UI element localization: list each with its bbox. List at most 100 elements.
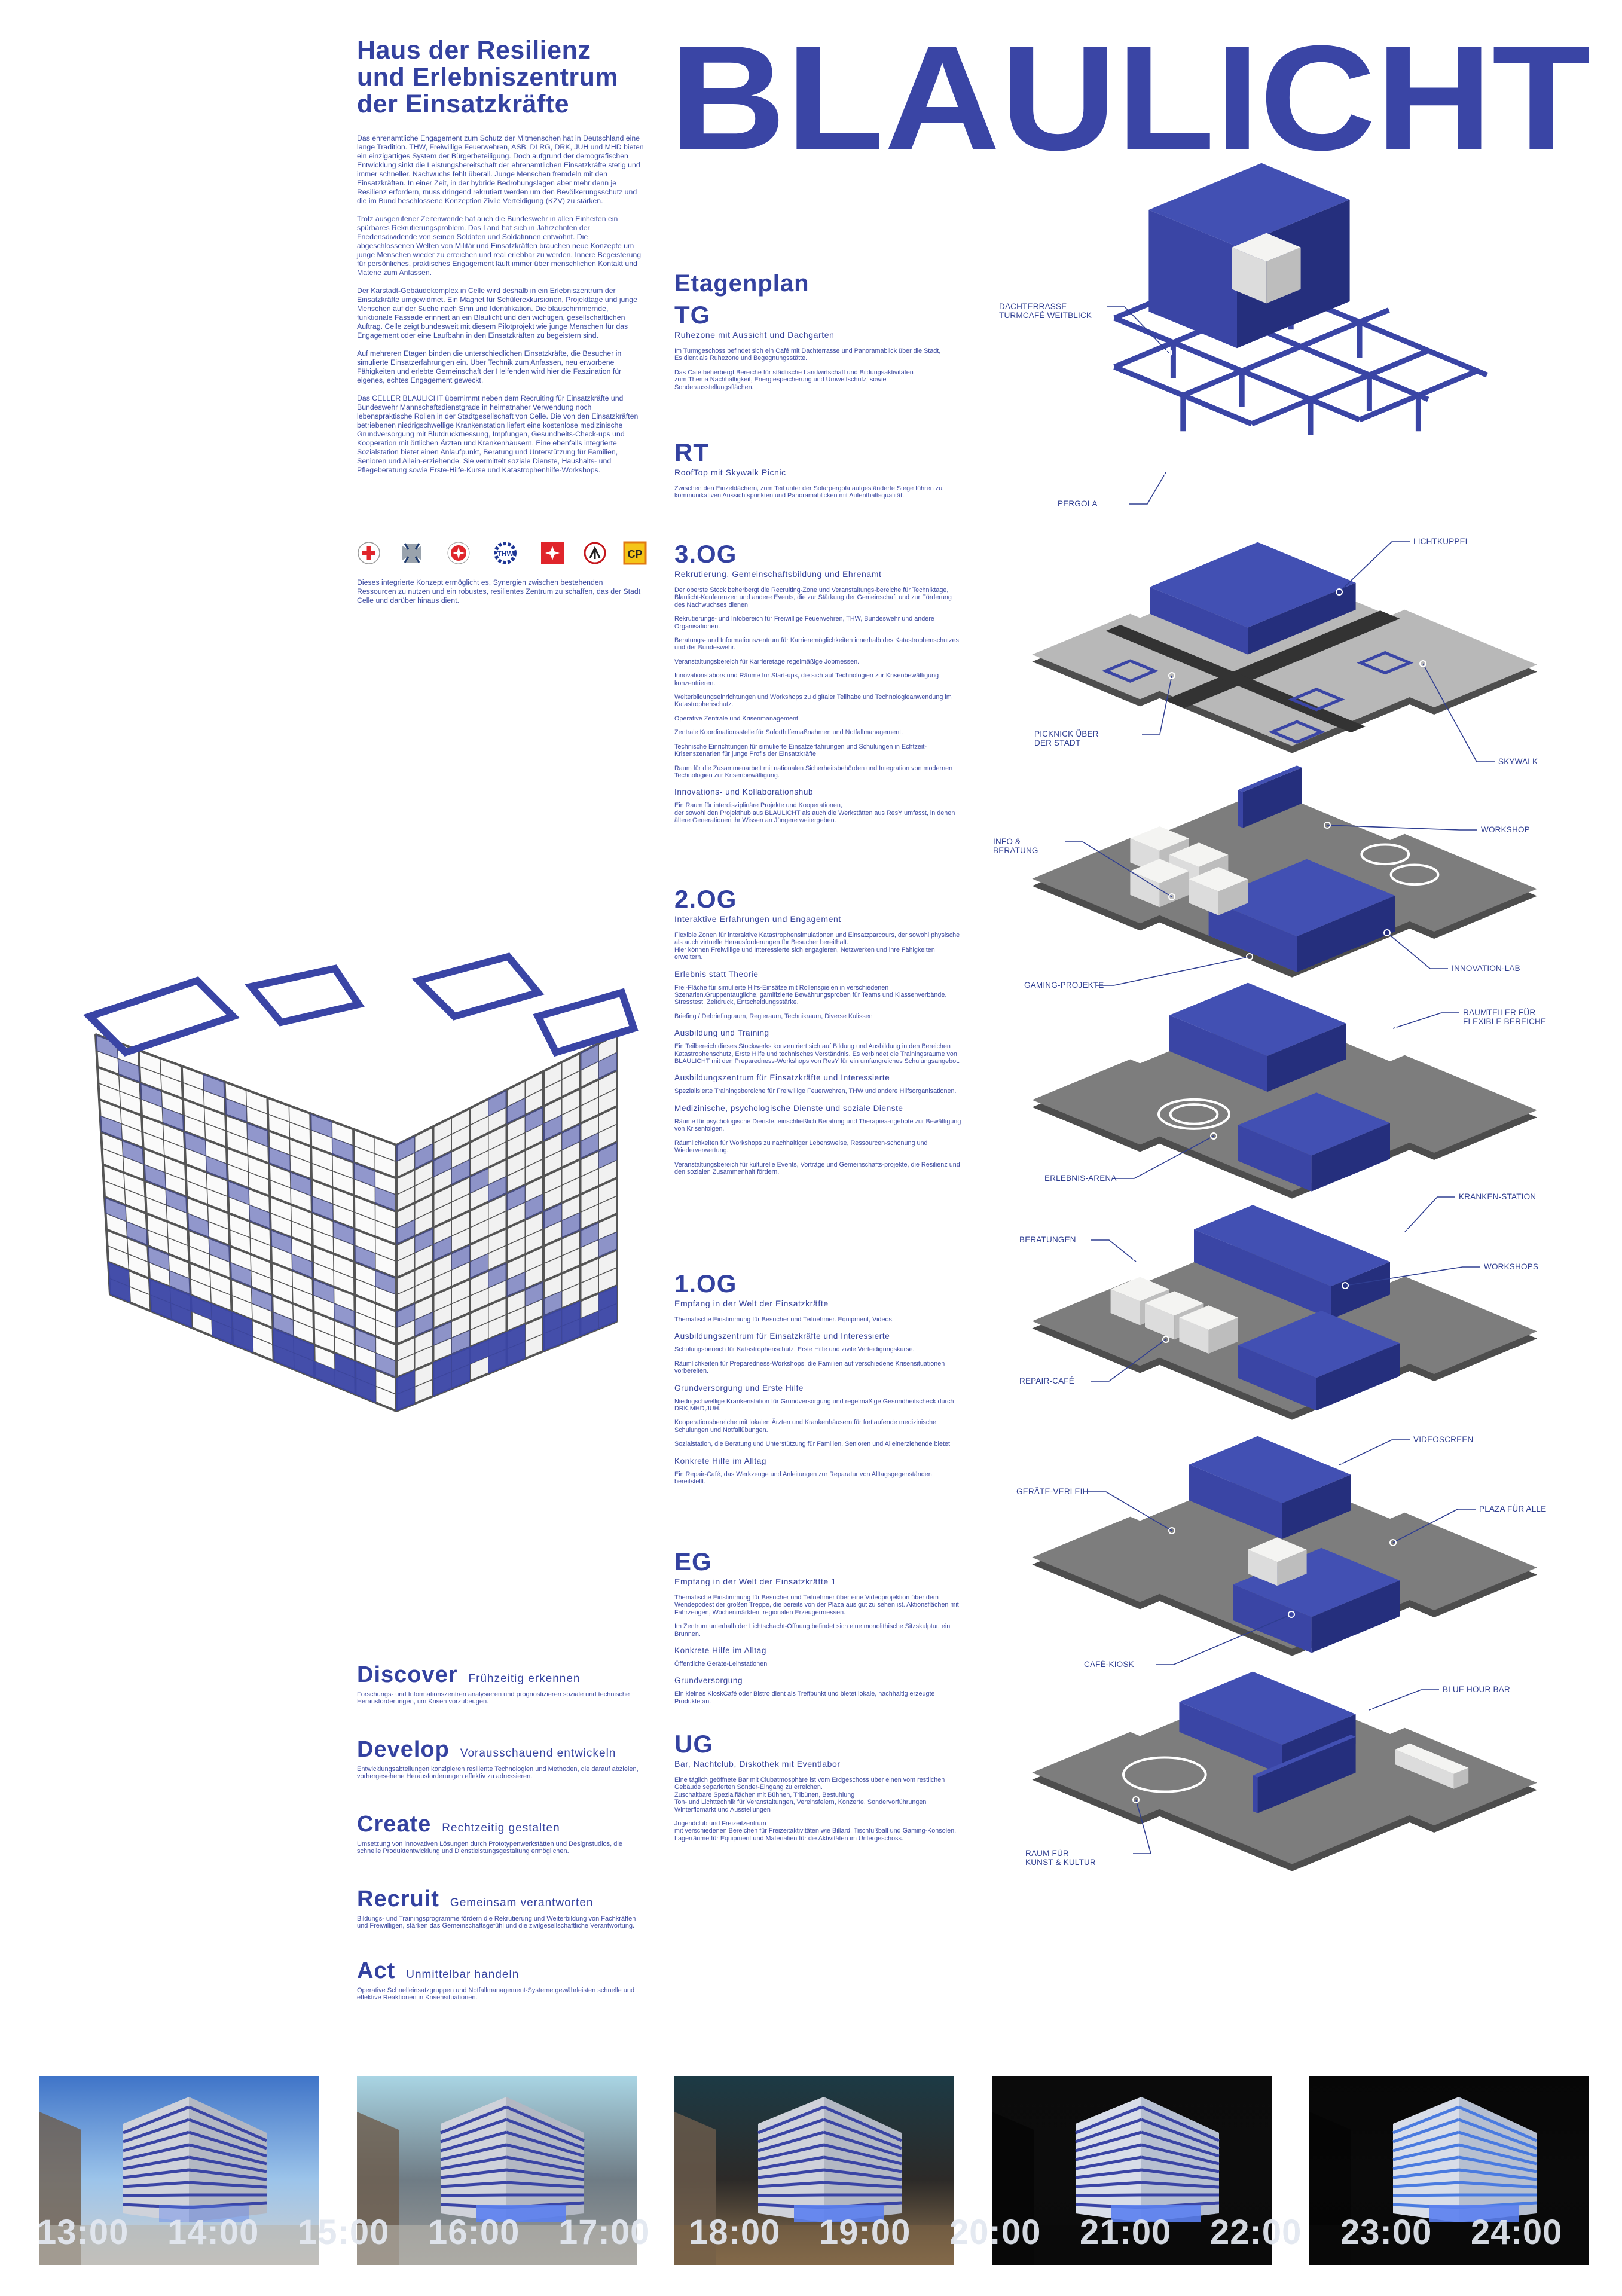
render-window-row <box>823 2168 902 2181</box>
diagram-label: LICHTKUPPEL <box>1413 537 1470 546</box>
pillar-subtitle: Unmittelbar handeln <box>406 1968 520 1981</box>
section-text: Öffentliche Geräte-Leihstationen <box>674 1660 768 1668</box>
label-leader <box>1091 1339 1166 1382</box>
right-facade-blue-panel <box>598 1303 617 1329</box>
floor-slab-3 <box>1032 1010 1537 1192</box>
render-window-row <box>506 2155 585 2173</box>
section-text: Raum für die Zusammenarbeit mit national… <box>674 764 953 779</box>
right-facade-blue-panel <box>451 1244 470 1270</box>
label-leader-marker <box>1419 660 1426 667</box>
label-leader-marker <box>1324 822 1331 829</box>
left-facade-blue-panel <box>273 1328 294 1353</box>
white-module-side <box>1218 879 1248 915</box>
time-label: 15:00 <box>298 2213 390 2252</box>
intro-paragraph: Das ehrenamtliche Engagement zum Schutz … <box>357 134 644 205</box>
clinic-block <box>1238 1311 1400 1378</box>
pillar-text: Umsetzung von innovativen Lösungen durch… <box>357 1840 622 1855</box>
left-facade-blue-panel <box>148 1245 170 1271</box>
left-facade-blue-panel <box>126 1221 148 1246</box>
label-leader <box>1091 1239 1137 1262</box>
label-leader <box>1422 663 1495 762</box>
time-label: 23:00 <box>1340 2213 1432 2252</box>
left-facade-blue-panel <box>353 1162 375 1187</box>
render-window-row <box>123 2130 190 2152</box>
right-facade-blue-panel <box>543 1115 562 1141</box>
intro-paragraph: Der Karstadt-Gebäudekomplex in Celle wir… <box>357 286 637 340</box>
right-facade-blue-panel <box>598 1052 617 1080</box>
render-glow <box>476 2205 566 2222</box>
render-window-row <box>123 2118 190 2144</box>
render-window-row <box>1141 2155 1220 2173</box>
render-facade-left <box>1076 2097 1141 2222</box>
left-facade-blue-panel <box>109 1278 131 1303</box>
left-facade-blue-panel <box>355 1328 376 1353</box>
diagram-label: BERATUNGEN <box>1019 1235 1076 1244</box>
label-leader <box>1327 825 1477 831</box>
diagram-label: VIDEOSCREEN <box>1413 1435 1474 1444</box>
left-facade-blue-panel <box>170 1303 192 1328</box>
plaza-block <box>1233 1547 1400 1617</box>
left-facade-floorline <box>107 1245 397 1362</box>
right-facade-blue-panel <box>561 1123 581 1150</box>
render-window-row <box>1392 2168 1459 2179</box>
diagram-label: CAFÉ-KIOSK <box>1084 1660 1134 1669</box>
brand-wordmark: BLAULICHT <box>670 33 1590 161</box>
right-facade-blue-panel <box>451 1330 470 1355</box>
label-leader <box>1156 1614 1292 1665</box>
left-facade-floorline <box>102 1147 397 1262</box>
left-facade-blue-panel <box>333 1220 355 1245</box>
render-window-row <box>188 2143 267 2166</box>
right-facade-blue-panel <box>525 1281 543 1307</box>
right-facade-blue-panel <box>543 1202 562 1229</box>
pillar-subtitle: Vorausschauend entwickeln <box>460 1747 616 1760</box>
left-facade-blue-panel <box>313 1278 334 1303</box>
white-module <box>1130 859 1189 884</box>
repair-module-side <box>1179 1317 1209 1354</box>
time-label: 21:00 <box>1080 2213 1172 2252</box>
roof-frame <box>245 964 365 1027</box>
section-text: Operative Zentrale und Krisenmanagement <box>674 715 799 722</box>
right-facade-blue-panel <box>525 1193 543 1220</box>
render-glow <box>159 2205 249 2222</box>
kiosk-cube-side <box>1277 1549 1307 1586</box>
pillar-subtitle: Rechtzeitig gestalten <box>442 1822 560 1834</box>
roof-frame <box>411 952 545 1021</box>
right-facade-blue-panel <box>470 1253 488 1279</box>
render-window-row <box>506 2143 585 2166</box>
left-facade-blue-panel <box>272 1311 294 1337</box>
rooftop-kiosk-cube-side <box>1232 247 1267 304</box>
floor-code: RT <box>674 438 709 466</box>
render-ground <box>992 2225 1272 2265</box>
section-text: Kooperationsbereiche mit lokalen Ärzten … <box>674 1419 937 1434</box>
left-facade-blue-panel <box>122 1140 144 1165</box>
label-leader-marker <box>1168 1527 1175 1534</box>
floor-code: 1.OG <box>674 1269 737 1297</box>
right-facade-blue-panel <box>580 1222 599 1248</box>
thw-logo: THW <box>494 542 517 564</box>
stage-ring <box>1122 1756 1207 1793</box>
right-facade-blue-panel <box>433 1354 452 1379</box>
section-text: Jugendclub und Freizeitzentrum mit versc… <box>674 1820 957 1842</box>
right-facade-blue-panel <box>561 1212 581 1238</box>
tower-cafe-block-side <box>1148 210 1237 349</box>
divider-wall <box>1238 765 1302 792</box>
diagram-label: RAUM FÜR KUNST & KULTUR <box>1025 1849 1096 1867</box>
render-window-row <box>188 2130 267 2158</box>
render-window-row <box>188 2168 267 2181</box>
right-facade-blue-panel <box>488 1089 507 1116</box>
divider-wall-side <box>1238 790 1243 828</box>
section-text: Schulungsbereich für Katastrophenschutz,… <box>674 1346 915 1354</box>
right-facade-blue-panel <box>543 1326 562 1351</box>
render-window-row <box>440 2130 507 2152</box>
bar-wall <box>1253 1735 1356 1778</box>
right-facade-blue-panel <box>470 1167 488 1193</box>
left-facade-blue-panel <box>311 1196 334 1221</box>
clinic-block-side <box>1238 1345 1316 1411</box>
repair-module <box>1145 1291 1204 1316</box>
left-facade-blue-panel <box>335 1369 356 1395</box>
